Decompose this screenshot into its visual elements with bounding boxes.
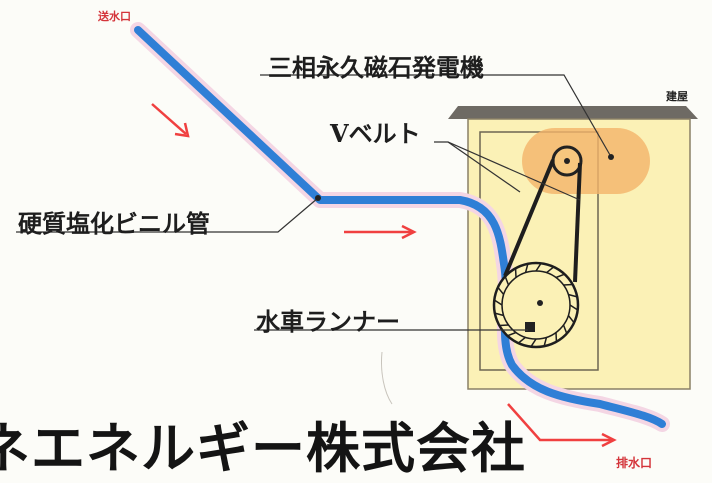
pvc-pipe-label: 硬質塩化ビニル管 [18,204,210,239]
generator-leader-dot [608,154,614,160]
runner-shaft [537,300,543,306]
pvc-leader-dot [315,195,321,201]
v-belt-label: Vベルト [330,114,421,149]
paper-mark [381,352,392,404]
water-inlet-label: 送水口 [98,8,131,24]
water-outlet-label: 排水口 [616,454,652,471]
company-name: ネエネルギー株式会社 [0,404,526,483]
generator-label: 三相永久磁石発電機 [268,48,484,83]
runner-label: 水車ランナー [256,302,400,337]
building-roof [448,106,698,119]
building-label: 建屋 [666,88,688,104]
generator-shaft [564,158,570,164]
flow-arrow-1 [152,104,186,134]
